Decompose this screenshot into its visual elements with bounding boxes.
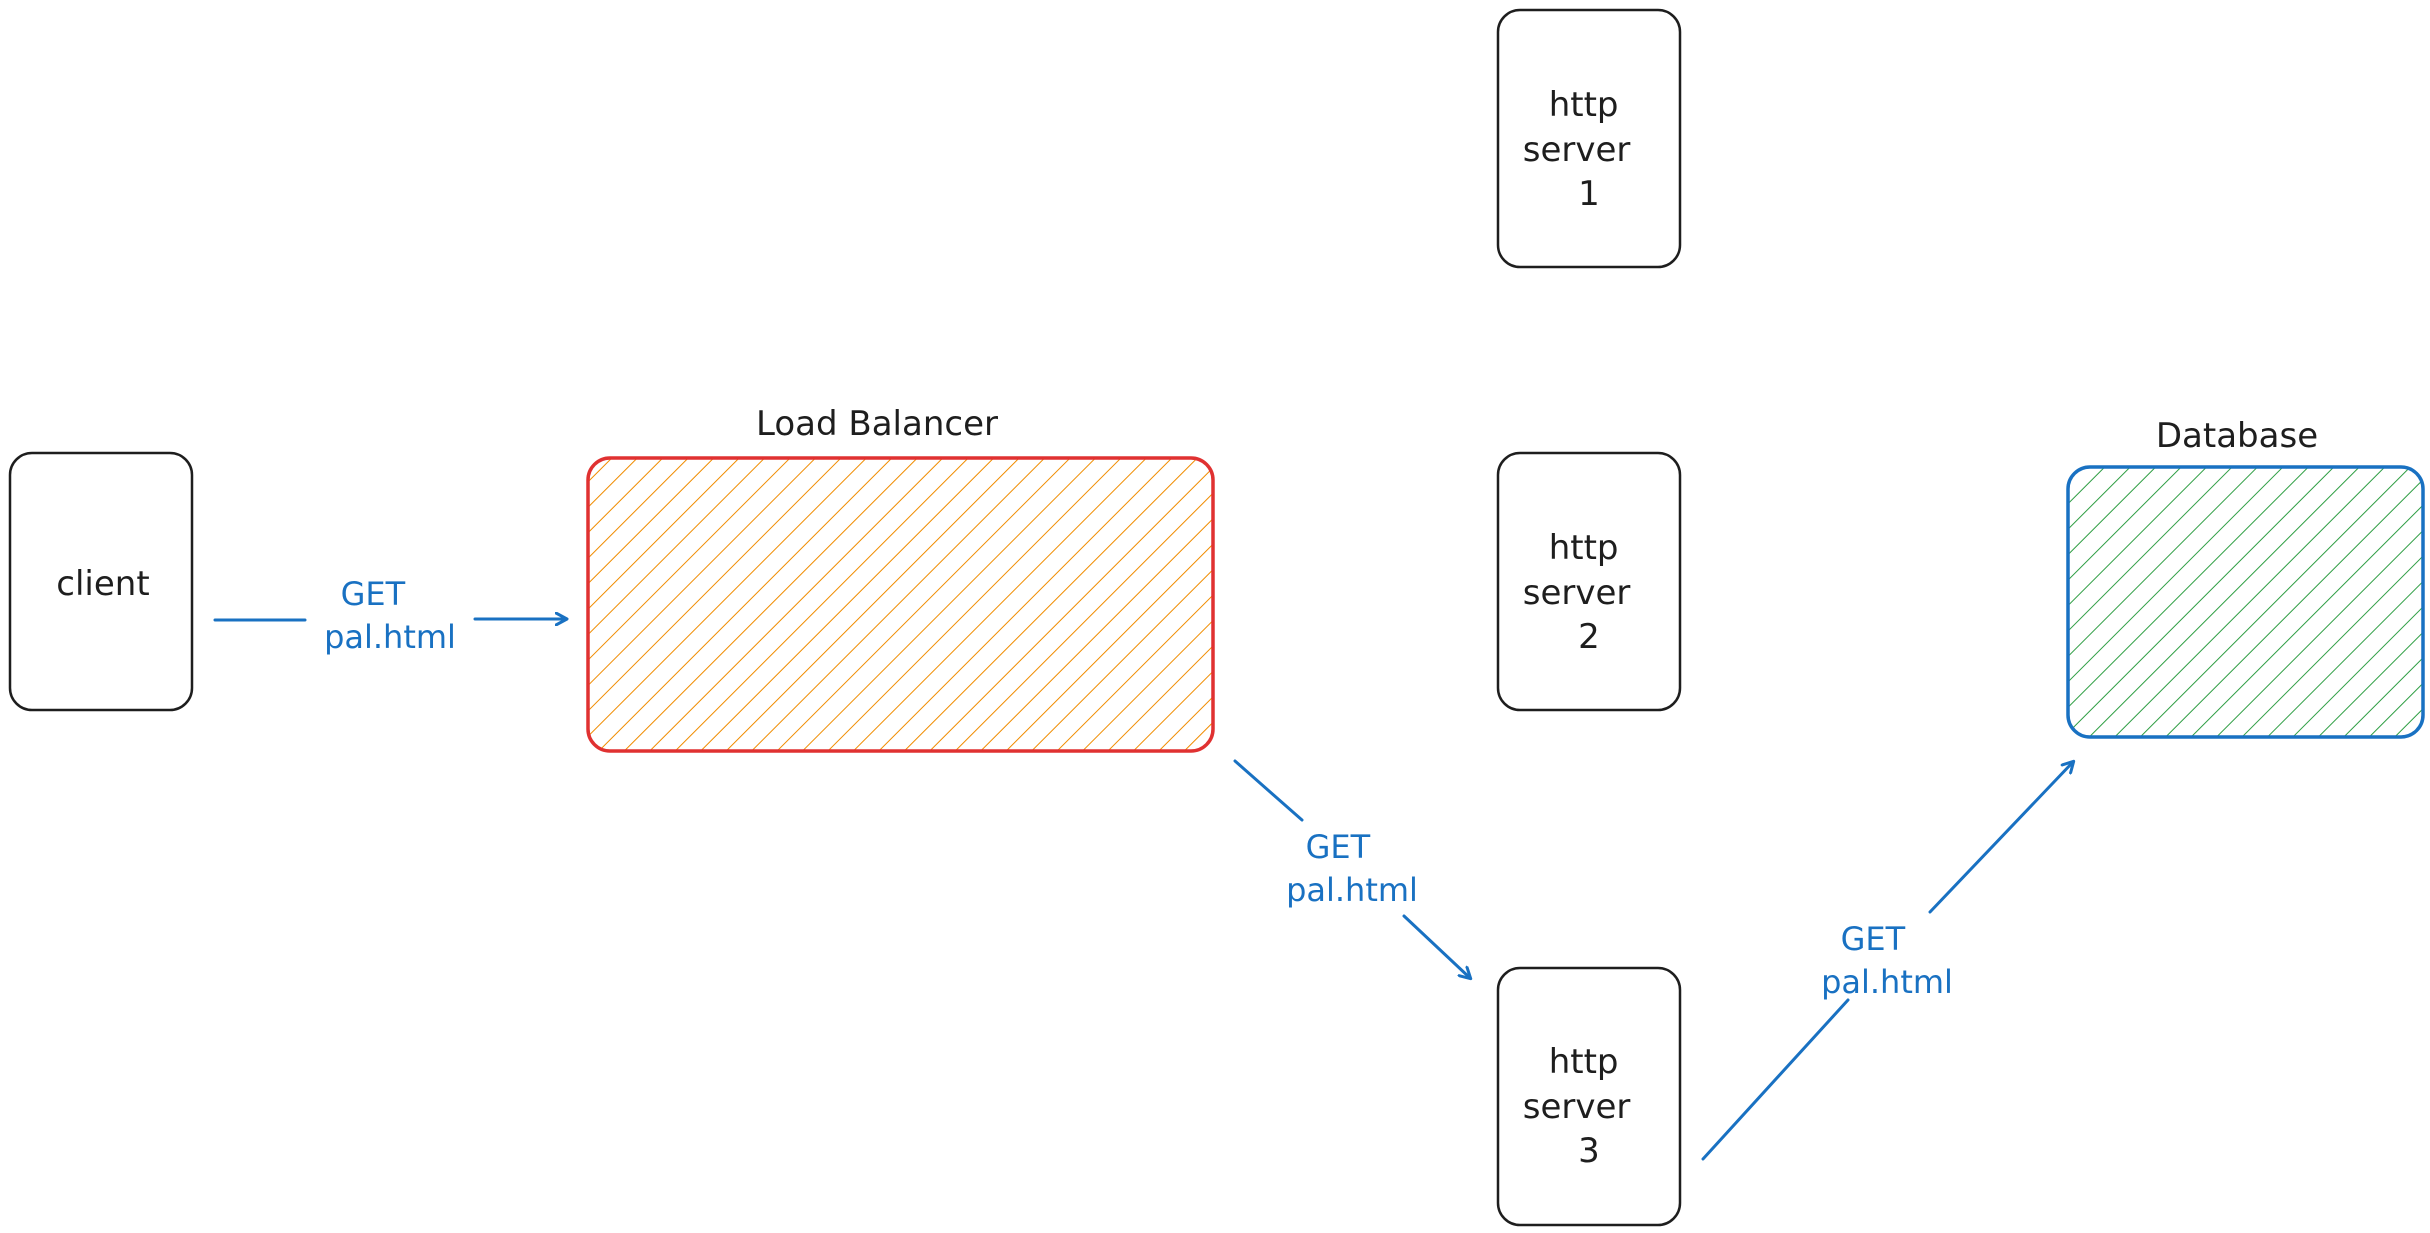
http-server-2-node[interactable]: http server 2: [1496, 451, 1682, 712]
arrow-load-balancer-to-server-3[interactable]: GET pal.html: [1233, 759, 1470, 978]
database-node[interactable]: Database: [2066, 416, 2425, 739]
load-balancer-title: Load Balancer: [756, 404, 998, 444]
arrow-client-to-load-balancer[interactable]: GET pal.html: [213, 575, 566, 656]
client-label: client: [56, 564, 149, 604]
http-server-3-node[interactable]: http server 3: [1496, 966, 1682, 1227]
http-server-1-label: http server 1: [1523, 85, 1641, 214]
edge-label-server3-to-db: GET pal.html: [1821, 920, 1953, 1001]
http-server-1-node[interactable]: http server 1: [1496, 8, 1682, 269]
load-balancer-node[interactable]: Load Balancer: [586, 404, 1215, 753]
edge-label-client-to-lb: GET pal.html: [324, 575, 456, 656]
edge-label-lb-to-server3: GET pal.html: [1286, 828, 1418, 909]
database-title: Database: [2156, 416, 2318, 456]
http-server-2-label: http server 2: [1523, 528, 1641, 657]
client-node[interactable]: client: [8, 451, 194, 712]
arrow-server-3-to-database[interactable]: GET pal.html: [1701, 762, 2073, 1161]
http-server-3-label: http server 3: [1523, 1042, 1641, 1171]
